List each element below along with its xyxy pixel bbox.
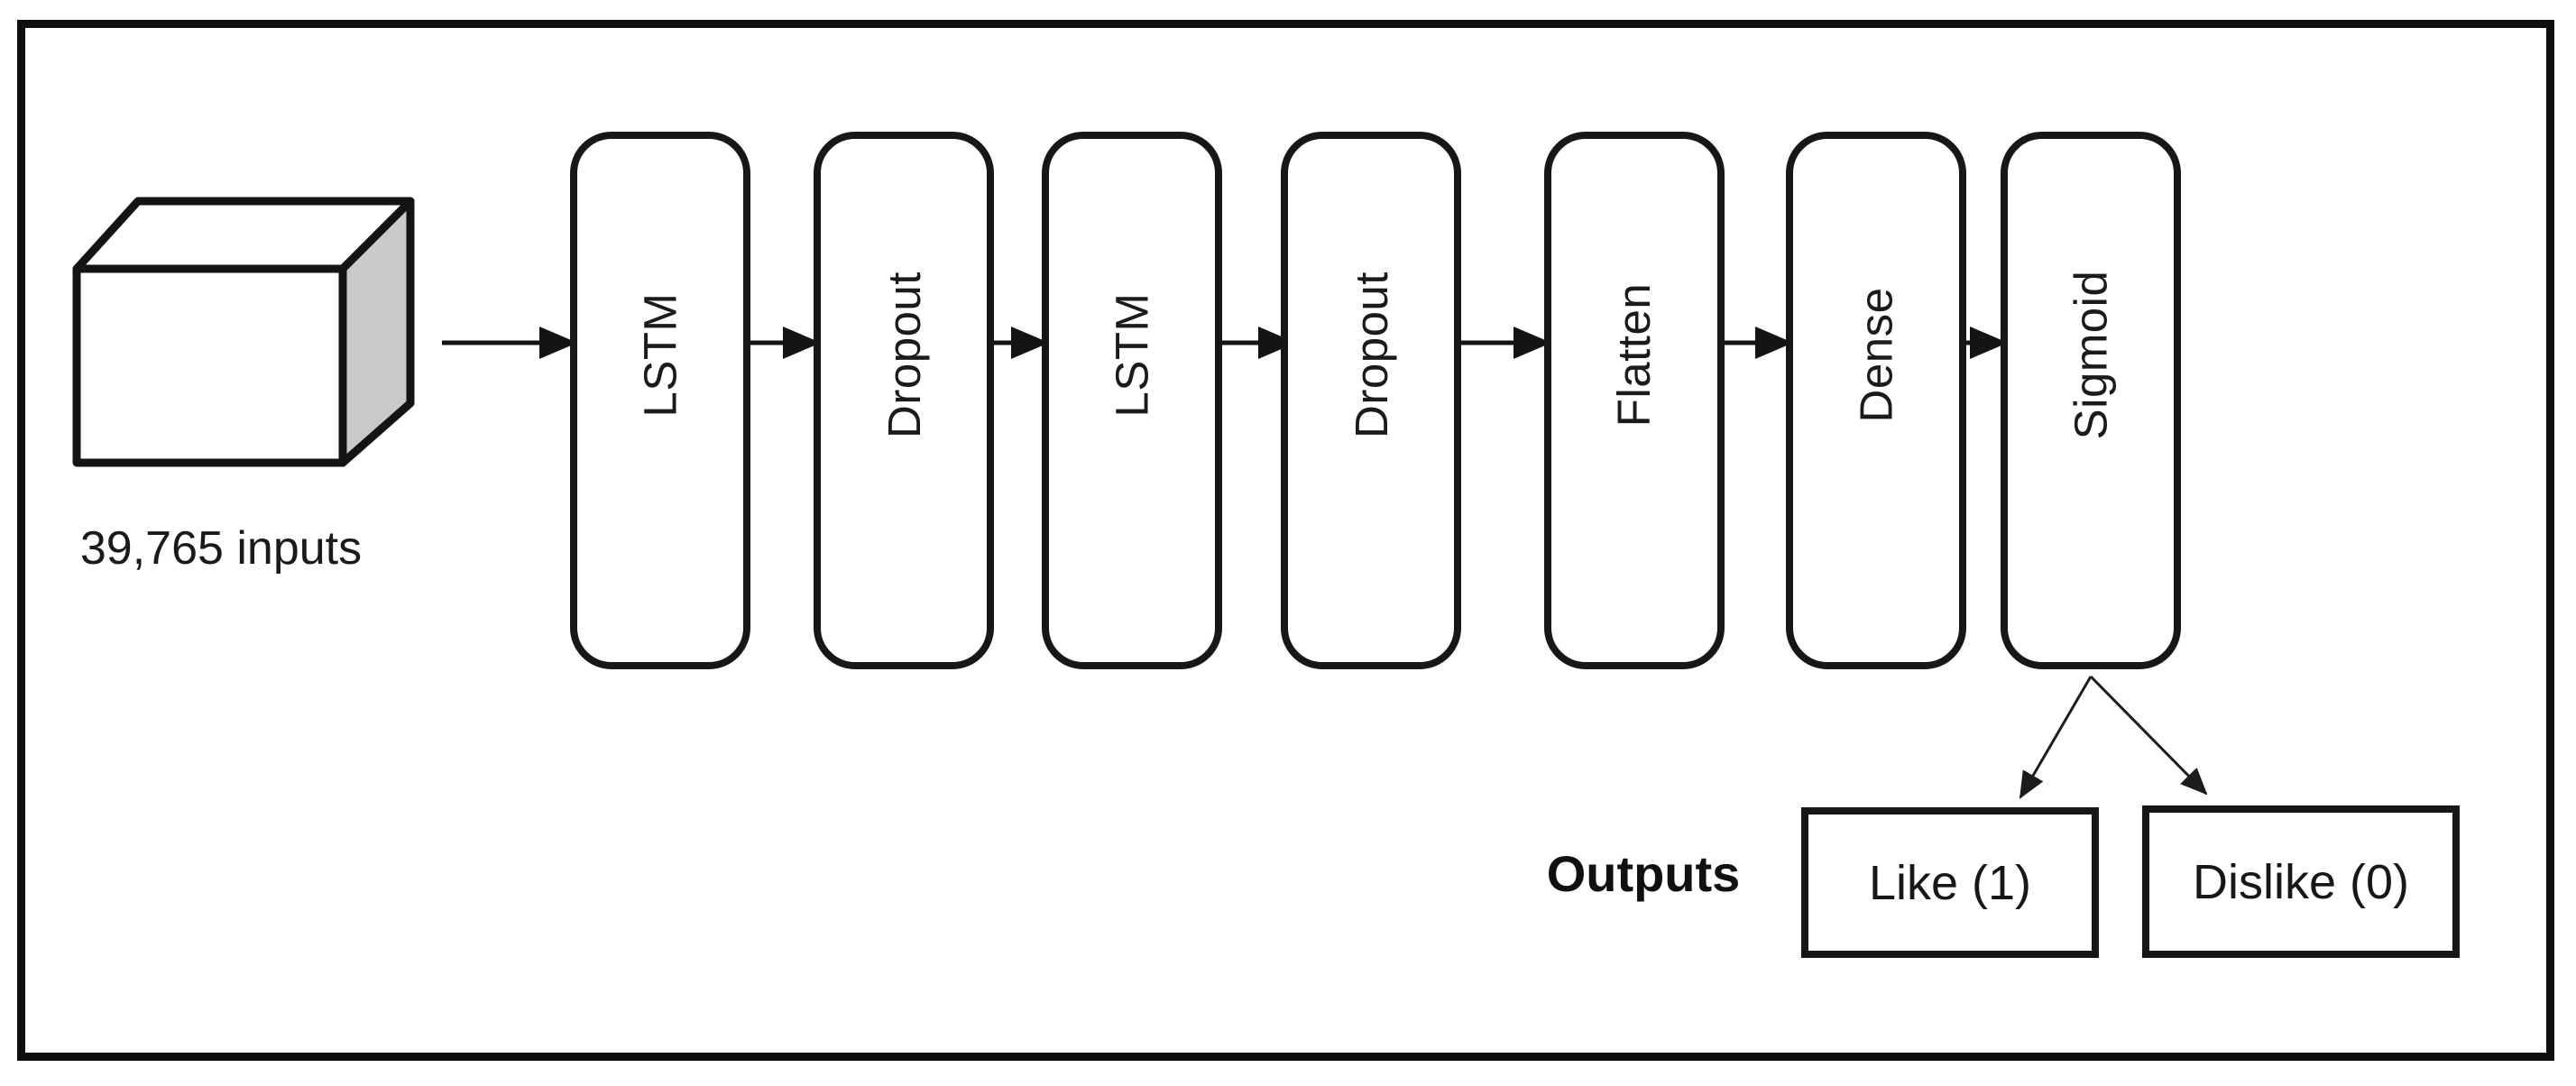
outputs-label: Outputs: [1546, 845, 1741, 902]
layer-box-flatten: Flatten: [1544, 132, 1725, 669]
layer-label-wrap: LSTM: [577, 139, 743, 570]
layer-box-dense: Dense: [1786, 132, 1966, 669]
layer-label-lstm-2: LSTM: [1106, 291, 1158, 418]
layer-label-wrap: Dropout: [1288, 139, 1454, 570]
layer-label-wrap: Dense: [1793, 139, 1959, 570]
layer-label-dropout-1: Dropout: [878, 271, 930, 438]
layer-label-wrap: LSTM: [1049, 139, 1215, 570]
output-label-like: Like (1): [1868, 855, 2032, 910]
layer-box-lstm-2: LSTM: [1042, 132, 1222, 669]
layer-box-dropout-1: Dropout: [814, 132, 994, 669]
diagram-outer-border: [17, 20, 2554, 1061]
output-box-dislike: Dislike (0): [2142, 805, 2460, 958]
output-box-like: Like (1): [1801, 807, 2099, 958]
output-label-dislike: Dislike (0): [2192, 854, 2410, 909]
layer-label-wrap: Sigmoid: [2008, 139, 2174, 570]
layer-label-dropout-2: Dropout: [1345, 271, 1397, 438]
input-size-label: 39,765 inputs: [79, 522, 363, 575]
layer-label-flatten: Flatten: [1608, 282, 1661, 427]
layer-label-wrap: Flatten: [1551, 139, 1717, 570]
layer-box-sigmoid: Sigmoid: [2001, 132, 2181, 669]
layer-label-sigmoid: Sigmoid: [2065, 270, 2117, 439]
layer-label-wrap: Dropout: [821, 139, 987, 570]
layer-box-dropout-2: Dropout: [1281, 132, 1461, 669]
layer-box-lstm-1: LSTM: [570, 132, 750, 669]
layer-label-dense: Dense: [1850, 287, 1902, 422]
layer-label-lstm-1: LSTM: [634, 291, 686, 418]
